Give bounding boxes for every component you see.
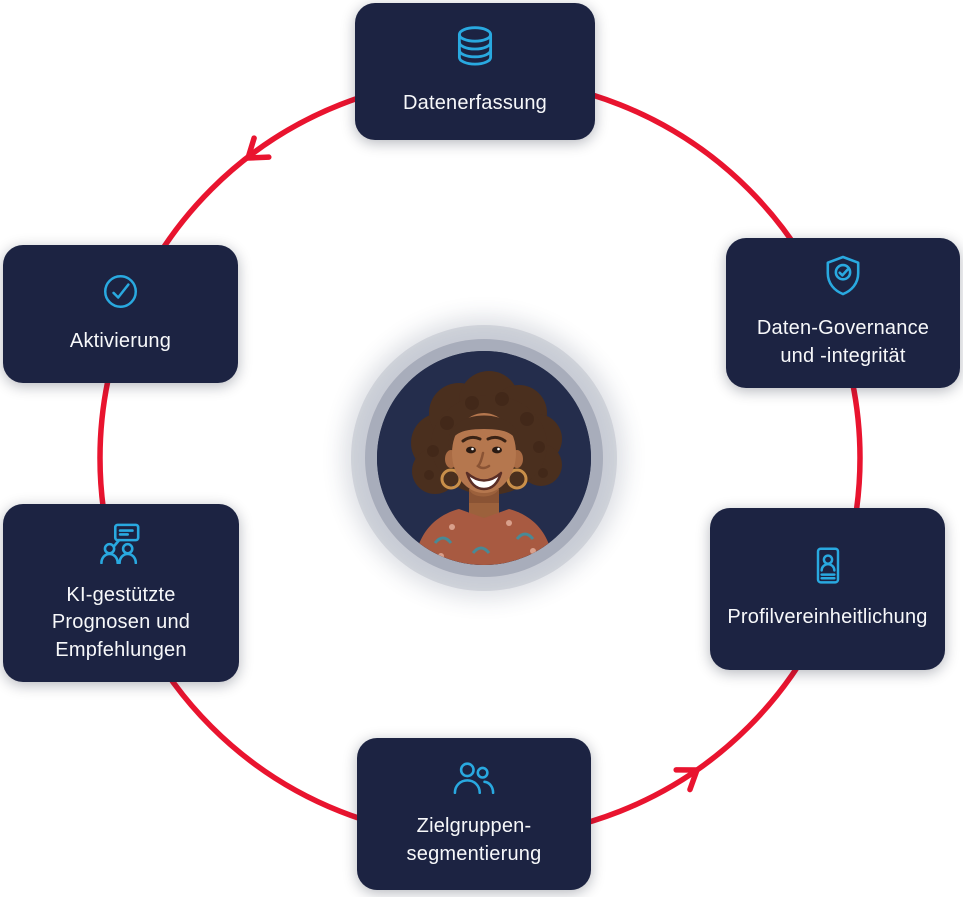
node-label: Daten-Governance und -integrität bbox=[756, 317, 930, 367]
cycle-node-daten-governance: Daten-Governance und -integrität bbox=[726, 238, 960, 388]
check-circle-icon bbox=[102, 273, 139, 310]
cycle-node-datenerfassung: Datenerfassung bbox=[355, 3, 595, 140]
arrowhead-to-aktivierung-icon bbox=[245, 135, 272, 161]
node-label: Profilvereinheitlichung bbox=[727, 606, 928, 629]
cycle-node-ki-prognosen: KI-gestützte Prognosen und Empfehlungen bbox=[3, 504, 239, 682]
cycle-node-zielgruppensegmentierung: Zielgruppen- segmentierung bbox=[357, 738, 591, 890]
node-label: Aktivierung bbox=[69, 329, 172, 352]
node-label: Zielgruppen- segmentierung bbox=[406, 814, 542, 865]
cycle-node-profilvereinheitlichung: Profilvereinheitlichung bbox=[710, 508, 945, 670]
center-avatar bbox=[377, 351, 591, 565]
node-label: KI-gestützte Prognosen und Empfehlungen bbox=[51, 583, 191, 661]
users-icon bbox=[453, 760, 495, 795]
database-icon bbox=[450, 25, 500, 72]
cycle-node-aktivierung: Aktivierung bbox=[3, 245, 238, 383]
node-label: Datenerfassung bbox=[402, 92, 547, 115]
woman-portrait-illustration bbox=[377, 351, 591, 565]
id-card-icon bbox=[808, 546, 848, 586]
arrowhead-to-profilvereinheitlichung-icon bbox=[673, 767, 700, 793]
shield-check-icon bbox=[824, 255, 862, 297]
people-chat-icon bbox=[100, 522, 142, 564]
